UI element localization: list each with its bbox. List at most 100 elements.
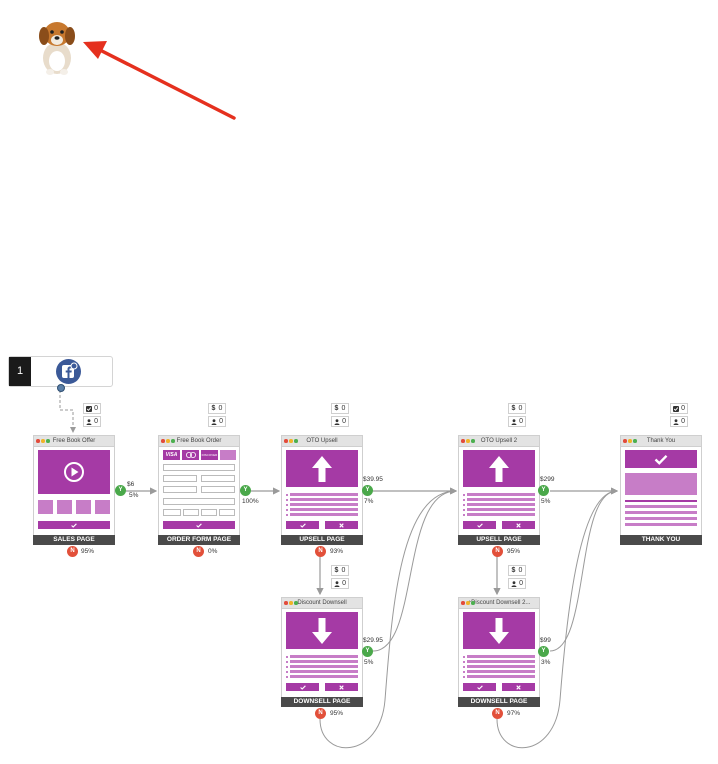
upsell2-no-badge[interactable]: N xyxy=(492,546,503,557)
order-stat-bottom: 0 xyxy=(208,416,226,427)
card-discover: DISCOVER xyxy=(201,450,218,460)
upsell1-titlebar: OTO Upsell xyxy=(282,436,362,447)
downsell1-footer: DOWNSELL PAGE xyxy=(281,697,363,707)
traffic-source[interactable]: 1 xyxy=(8,356,113,387)
downsell2-titlebar: +Discount Downsell 2... xyxy=(459,598,539,609)
thankyou-titlebar: Thank You xyxy=(621,436,701,447)
downsell2-yes-to-thankyou xyxy=(549,488,618,652)
sales-page-footer: SALES PAGE xyxy=(33,535,115,545)
check-icon xyxy=(476,684,483,690)
check-icon xyxy=(299,684,306,690)
dollar-icon: $ xyxy=(511,567,516,574)
thankyou-stat-bottom: 0 xyxy=(670,416,688,427)
order-stat-top: $ 0 xyxy=(208,403,226,414)
sales-no-badge[interactable]: N xyxy=(67,546,78,557)
check-icon xyxy=(86,405,93,412)
order-yes-badge[interactable]: Y xyxy=(240,485,251,496)
dollar-icon: $ xyxy=(511,405,516,412)
dollar-icon: $ xyxy=(334,567,339,574)
user-icon xyxy=(334,580,340,587)
upsell1-stat-bottom: 0 xyxy=(331,416,349,427)
upsell2-stat-top: $ 0 xyxy=(508,403,526,414)
downsell1-no-to-upsell2 xyxy=(319,488,457,749)
order-page-footer: ORDER FORM PAGE xyxy=(158,535,240,545)
arrow-up-icon xyxy=(489,455,509,482)
facebook-icon xyxy=(56,359,81,384)
sales-page-titlebar: Free Book Offer xyxy=(34,436,114,447)
puppy-icon xyxy=(39,22,75,75)
sales-stat-bottom: 0 xyxy=(83,416,101,427)
downsell1-yes-value: $29.95 xyxy=(363,637,383,644)
downsell2-no-to-thankyou xyxy=(496,488,618,749)
upsell2-titlebar: OTO Upsell 2 xyxy=(459,436,539,447)
upsell1-no-pct: 93% xyxy=(330,548,344,555)
order-form-page-node[interactable]: Free Book Order VISA DISCOVER ORDER FORM… xyxy=(158,435,240,545)
sales-yes-pct: 5% xyxy=(129,492,139,499)
arrow-down-icon xyxy=(312,617,332,644)
order-no-pct: 0% xyxy=(208,548,218,555)
user-icon xyxy=(511,580,517,587)
upsell2-yes-pct: 5% xyxy=(541,498,551,505)
check-icon xyxy=(654,454,668,465)
arrow-down-icon xyxy=(489,617,509,644)
close-icon xyxy=(516,684,521,690)
upsell1-page-node[interactable]: OTO Upsell UPSELL PAGE xyxy=(281,435,363,545)
check-icon xyxy=(196,522,202,528)
upsell2-footer: UPSELL PAGE xyxy=(458,535,540,545)
upsell1-yes-badge[interactable]: Y xyxy=(362,485,373,496)
downsell2-footer: DOWNSELL PAGE xyxy=(458,697,540,707)
dollar-icon: $ xyxy=(334,405,339,412)
upsell1-yes-pct: 7% xyxy=(364,498,374,505)
upsell1-footer: UPSELL PAGE xyxy=(281,535,363,545)
close-icon xyxy=(516,522,521,528)
thankyou-page-node[interactable]: Thank You THANK YOU xyxy=(620,435,702,545)
order-no-badge[interactable]: N xyxy=(193,546,204,557)
downsell2-yes-badge[interactable]: Y xyxy=(538,646,549,657)
sales-page-node[interactable]: Free Book Offer SALES PAGE xyxy=(33,435,115,545)
downsell2-yes-value: $99 xyxy=(540,637,551,644)
downsell2-yes-pct: 3% xyxy=(541,659,551,666)
sales-yes-badge[interactable]: Y xyxy=(115,485,126,496)
dollar-icon: $ xyxy=(211,405,216,412)
upsell1-title: OTO Upsell xyxy=(306,438,338,444)
downsell1-no-badge[interactable]: N xyxy=(315,708,326,719)
downsell2-stat-bottom: 0 xyxy=(508,578,526,589)
downsell1-yes-badge[interactable]: Y xyxy=(362,646,373,657)
downsell2-no-badge[interactable]: N xyxy=(492,708,503,719)
downsell2-page-node[interactable]: +Discount Downsell 2... DOWNSELL PAGE xyxy=(458,597,540,707)
upsell1-no-badge[interactable]: N xyxy=(315,546,326,557)
downsell1-title: Discount Downsell xyxy=(297,600,347,606)
thankyou-stat-top: 0 xyxy=(670,403,688,414)
upsell2-title: OTO Upsell 2 xyxy=(480,438,518,444)
source-number: 1 xyxy=(9,357,31,386)
upsell1-yes-value: $39.95 xyxy=(363,476,383,483)
source-connector xyxy=(59,390,76,433)
downsell1-stat-bottom: 0 xyxy=(331,578,349,589)
order-page-title: Free Book Order xyxy=(176,438,222,444)
card-generic xyxy=(220,450,236,460)
thankyou-footer: THANK YOU xyxy=(620,535,702,545)
sales-no-pct: 95% xyxy=(81,548,95,555)
order-page-titlebar: Free Book Order xyxy=(159,436,239,447)
sales-page-title: Free Book Offer xyxy=(52,438,96,444)
downsell2-no-pct: 97% xyxy=(507,710,521,717)
user-icon xyxy=(86,418,92,425)
downsell1-yes-pct: 5% xyxy=(364,659,374,666)
downsell1-no-pct: 95% xyxy=(330,710,344,717)
user-icon xyxy=(673,418,679,425)
close-icon xyxy=(339,684,344,690)
sales-stat-top: 0 xyxy=(83,403,101,414)
upsell2-yes-value: $299 xyxy=(540,476,555,483)
downsell1-stat-top: $ 0 xyxy=(331,565,349,576)
downsell1-page-node[interactable]: Discount Downsell DOWNSELL PAGE xyxy=(281,597,363,707)
play-icon xyxy=(64,462,84,482)
source-port[interactable] xyxy=(57,384,65,392)
upsell2-page-node[interactable]: OTO Upsell 2 UPSELL PAGE xyxy=(458,435,540,545)
upsell2-yes-badge[interactable]: Y xyxy=(538,485,549,496)
card-mastercard xyxy=(182,450,199,460)
arrow-up-icon xyxy=(312,455,332,482)
upsell2-no-pct: 95% xyxy=(507,548,521,555)
check-icon xyxy=(476,522,483,528)
sales-yes-value: $6 xyxy=(127,481,135,488)
